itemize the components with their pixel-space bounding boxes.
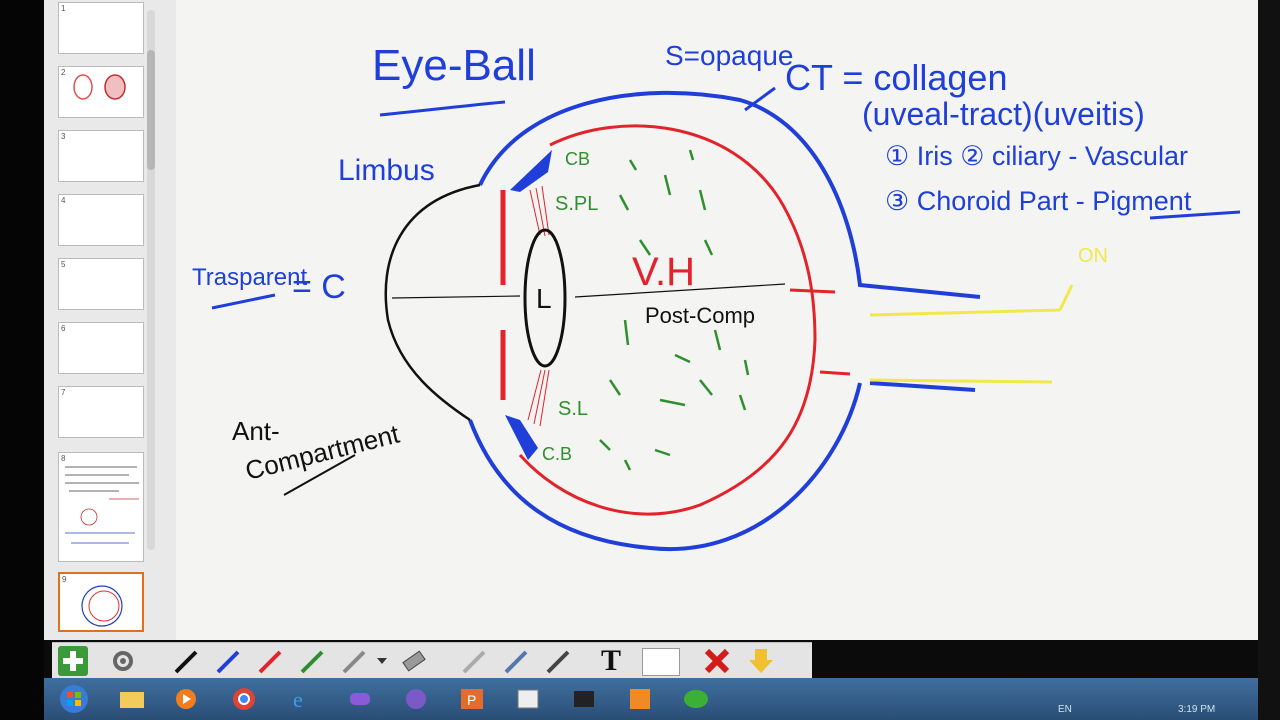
file-explorer-button[interactable] xyxy=(114,683,150,715)
system-tray: EN 3:19 PM xyxy=(1018,678,1258,720)
game-controller-icon xyxy=(350,693,370,705)
media-icon xyxy=(574,691,594,707)
eraser-button[interactable] xyxy=(398,646,428,676)
caret-down-icon xyxy=(377,658,387,664)
monitor-bezel-left xyxy=(0,0,44,720)
rectangle-tool-button[interactable] xyxy=(642,648,680,676)
pen-blue-2-icon xyxy=(504,650,528,674)
eyeball-sketch-icon xyxy=(81,585,123,627)
windows-logo-icon xyxy=(60,685,88,713)
svg-text:P: P xyxy=(467,692,476,708)
powerpoint-icon: P xyxy=(461,689,483,709)
spiral-icon xyxy=(406,689,426,709)
chrome-button[interactable] xyxy=(226,683,262,715)
play-icon xyxy=(176,689,196,709)
whiteboard-canvas[interactable] xyxy=(176,0,1258,640)
slide-thumbnail-2[interactable]: 2 xyxy=(58,66,144,118)
wechat-button[interactable] xyxy=(678,683,714,715)
media-player-button[interactable] xyxy=(168,683,204,715)
paint-button[interactable] xyxy=(510,683,546,715)
internet-explorer-button[interactable]: e xyxy=(284,683,320,715)
add-page-button[interactable] xyxy=(58,646,88,676)
slide-thumbnail-7[interactable]: 7 xyxy=(58,386,144,438)
eraser-icon xyxy=(402,650,426,672)
pen-grey-icon xyxy=(342,650,366,674)
games-button[interactable] xyxy=(342,683,378,715)
slide-thumbnail-8[interactable]: 8 xyxy=(58,452,144,562)
pen-blue-2-button[interactable] xyxy=(502,646,532,676)
pen-grey-button[interactable] xyxy=(340,646,370,676)
pen-green-icon xyxy=(300,650,324,674)
delete-button[interactable] xyxy=(702,646,732,676)
download-arrow-icon xyxy=(749,649,773,673)
pen-blue-button[interactable] xyxy=(214,646,244,676)
slide-thumbnail-6[interactable]: 6 xyxy=(58,322,144,374)
wechat-icon xyxy=(684,690,708,708)
pen-dark-icon xyxy=(546,650,570,674)
pen-red-button[interactable] xyxy=(256,646,286,676)
slide-thumbnail-3[interactable]: 3 xyxy=(58,130,144,182)
folder-icon xyxy=(120,692,144,708)
taskbar: e P EN 3:19 PM xyxy=(44,678,1258,720)
pen-dropdown-button[interactable] xyxy=(374,646,390,676)
browser-button[interactable] xyxy=(398,683,434,715)
slide-thumbnail-9-active[interactable]: 9 xyxy=(58,572,144,632)
monitor-bezel-right xyxy=(1258,0,1280,720)
pen-grey-2-icon xyxy=(462,650,486,674)
pen-green-button[interactable] xyxy=(298,646,328,676)
media-button[interactable] xyxy=(566,683,602,715)
slide-thumbnail-1[interactable]: 1 xyxy=(58,2,144,54)
pen-black-icon xyxy=(174,650,198,674)
notes-sketch-icon xyxy=(65,466,139,544)
language-indicator[interactable]: EN xyxy=(1058,704,1072,715)
pen-red-icon xyxy=(258,650,282,674)
pen-blue-icon xyxy=(216,650,240,674)
chrome-icon xyxy=(233,688,255,710)
powerpoint-button[interactable]: P xyxy=(454,683,490,715)
gear-icon xyxy=(113,651,133,671)
text-tool-button[interactable]: T xyxy=(600,644,621,677)
slide-thumbnail-4[interactable]: 4 xyxy=(58,194,144,246)
lungs-sketch-icon xyxy=(73,74,126,100)
svg-text:e: e xyxy=(293,687,303,712)
plus-icon xyxy=(63,651,83,671)
paint-icon xyxy=(517,689,539,709)
thumbnail-scrollbar-thumb[interactable] xyxy=(147,50,155,170)
start-button[interactable] xyxy=(56,683,92,715)
pen-black-button[interactable] xyxy=(172,646,202,676)
drawing-toolbar: T xyxy=(52,642,812,679)
pdf-icon xyxy=(630,689,650,709)
thumbnail-scrollbar[interactable] xyxy=(147,10,155,550)
settings-button[interactable] xyxy=(108,646,138,676)
pen-dark-button[interactable] xyxy=(544,646,574,676)
slide-thumbnail-pane: 1 2 3 4 5 6 7 8 9 xyxy=(44,0,177,640)
clock[interactable]: 3:19 PM xyxy=(1178,704,1216,715)
pen-grey-2-button[interactable] xyxy=(460,646,490,676)
close-x-icon xyxy=(704,648,730,674)
ie-icon: e xyxy=(293,687,303,712)
slide-thumbnail-5[interactable]: 5 xyxy=(58,258,144,310)
pdf-reader-button[interactable] xyxy=(622,683,658,715)
download-button[interactable] xyxy=(746,646,776,676)
